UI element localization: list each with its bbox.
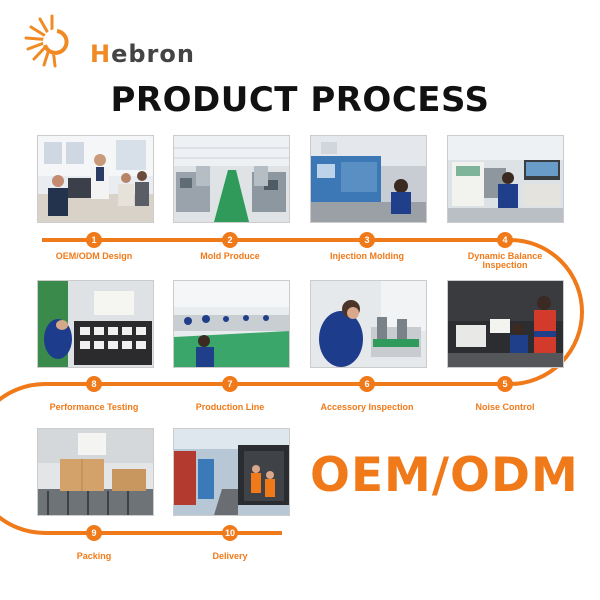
packing-photo — [37, 428, 154, 516]
step-number-4: 4 — [497, 232, 513, 248]
page-title: PRODUCT PROCESS — [110, 80, 490, 120]
delivery-container-photo — [173, 428, 290, 516]
step-number-1: 1 — [86, 232, 102, 248]
step-label-9: Packing — [76, 551, 112, 561]
performance-testing-photo — [37, 280, 154, 368]
accessory-inspection-photo — [310, 280, 427, 368]
step-label-6: Accessory Inspection — [320, 402, 414, 412]
office-meeting-photo — [37, 135, 154, 223]
step-label-1: OEM/ODM Design — [55, 251, 133, 261]
oem-odm-tagline: OEM/ODM — [310, 448, 579, 503]
step-label-3: Injection Molding — [330, 251, 404, 261]
step-number-7: 7 — [222, 376, 238, 392]
step-label-7: Production Line — [195, 402, 265, 412]
injection-machine-photo — [310, 135, 427, 223]
step-number-6: 6 — [359, 376, 375, 392]
step-number-9: 9 — [86, 525, 102, 541]
noise-room-photo — [447, 280, 564, 368]
balance-lab-photo — [447, 135, 564, 223]
step-label-2: Mold Produce — [200, 251, 260, 261]
step-number-10: 10 — [222, 525, 238, 541]
sunburst-logo-icon — [24, 14, 69, 68]
step-label-4: Dynamic Balance Inspection — [467, 251, 543, 271]
step-label-8: Performance Testing — [49, 402, 139, 412]
step-number-8: 8 — [86, 376, 102, 392]
brand-logo: Hebron — [14, 10, 194, 70]
brand-name: Hebron — [90, 40, 195, 68]
step-number-3: 3 — [359, 232, 375, 248]
step-number-5: 5 — [497, 376, 513, 392]
mold-workshop-photo — [173, 135, 290, 223]
step-label-10: Delivery — [212, 551, 248, 561]
step-label-5: Noise Control — [475, 402, 535, 412]
production-line-photo — [173, 280, 290, 368]
step-number-2: 2 — [222, 232, 238, 248]
